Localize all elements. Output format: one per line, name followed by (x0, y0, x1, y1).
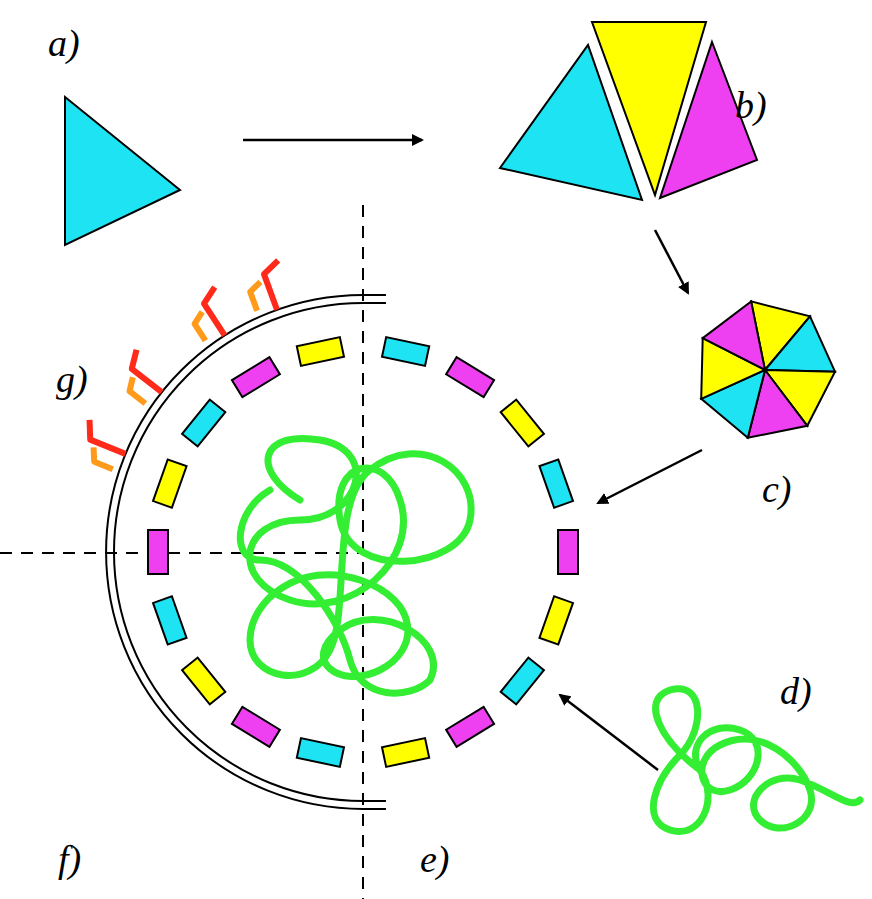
free-genome (653, 689, 860, 832)
capsid-segment (539, 460, 573, 508)
capsid-segment (382, 337, 429, 366)
capsid-segments (148, 337, 578, 767)
panel-label: a) (48, 24, 80, 62)
step-arrow (560, 695, 658, 770)
capsid-segment (446, 357, 494, 397)
protein-monomer (65, 97, 180, 245)
panel-label: e) (420, 840, 450, 878)
spike (243, 260, 294, 316)
capsid-segment (539, 596, 573, 644)
panel-label: g) (56, 360, 88, 398)
capsid-segment (501, 658, 544, 705)
panel-label: c) (762, 470, 792, 508)
spike-red (261, 260, 294, 309)
capsid-segment (153, 596, 187, 644)
capsid-segment (182, 400, 225, 447)
capsid-segment (232, 357, 280, 397)
capsomer-wedge (765, 316, 835, 371)
capsid-segment (297, 738, 344, 767)
capsid-segment (153, 460, 187, 508)
capsomer-wedge (703, 301, 765, 370)
capsid-segment (558, 530, 578, 574)
capsid-segment (382, 738, 429, 767)
spike (114, 350, 173, 407)
protein-trimer (500, 22, 757, 200)
panel-label: d) (780, 672, 812, 710)
spike-red (125, 350, 172, 393)
spike-red (200, 287, 240, 335)
capsid-segment (232, 707, 280, 747)
capsid-segment (446, 707, 494, 747)
step-arrow (243, 139, 422, 142)
capsid-segment (501, 400, 544, 447)
panel-label: f) (58, 840, 81, 878)
capsomer (701, 301, 835, 437)
panel-label: b) (735, 86, 767, 124)
genome-strand (240, 438, 471, 693)
spike-red (83, 420, 132, 454)
dashed-divider (0, 552, 363, 554)
spike (184, 287, 240, 346)
step-arrow (655, 230, 688, 293)
spike (76, 420, 133, 472)
capsid-segment (182, 658, 225, 705)
capsid-segment (297, 337, 344, 366)
envelope-spikes (76, 260, 294, 471)
step-arrow (598, 450, 702, 503)
capsid-segment (148, 530, 168, 574)
